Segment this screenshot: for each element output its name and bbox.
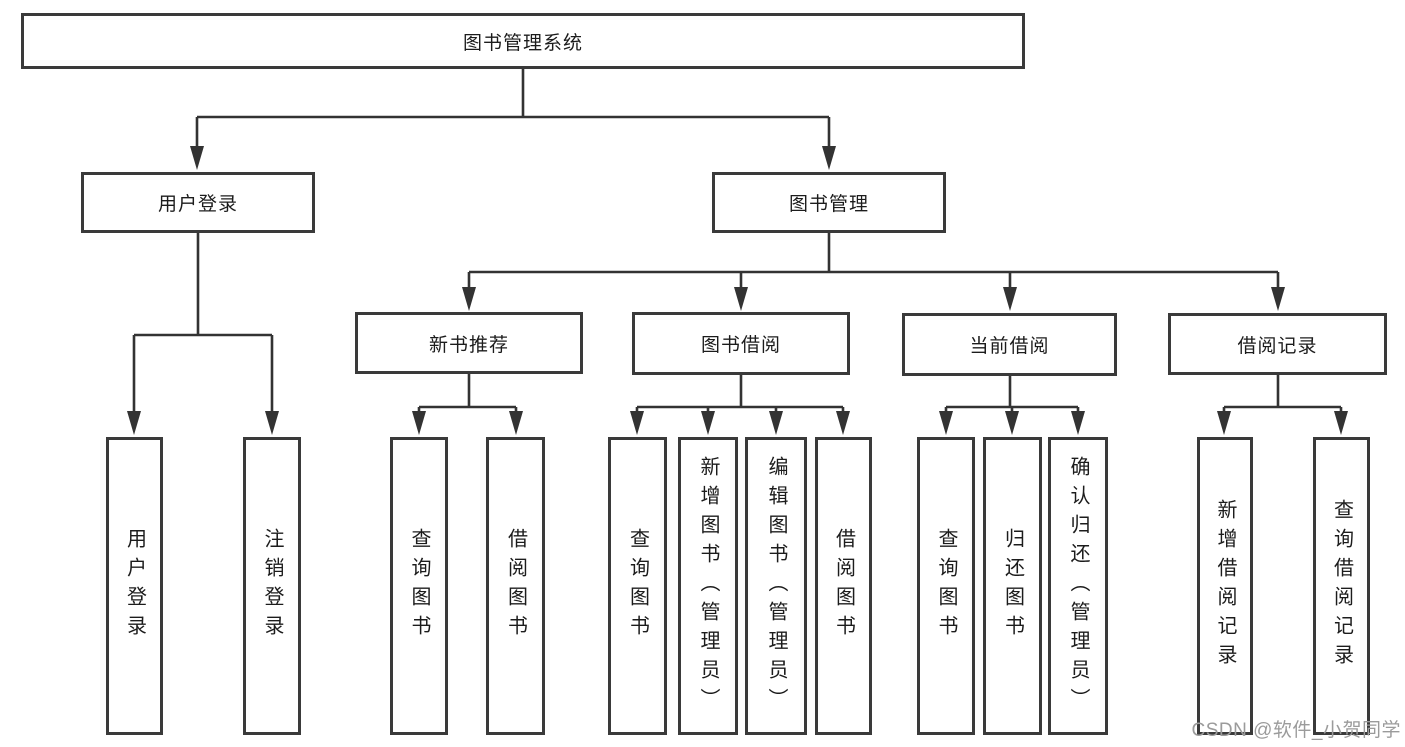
leaf-borrowing-add-books-admin: 新增图书（管理员） xyxy=(678,437,738,735)
node-borrow-records-label: 借阅记录 xyxy=(1237,335,1318,357)
leaf-newbooks-borrow-books-label: 借阅图书 xyxy=(504,528,527,644)
node-user-login-label: 用户登录 xyxy=(157,194,238,215)
leaf-borrowing-add-books-admin-label: 新增图书（管理员） xyxy=(697,455,719,717)
leaf-borrowing-borrow-books-label: 借阅图书 xyxy=(832,528,855,644)
leaf-current-return-books: 归还图书 xyxy=(983,437,1042,735)
node-root-label: 图书管理系统 xyxy=(462,32,583,54)
leaf-borrowing-borrow-books: 借阅图书 xyxy=(815,437,872,735)
node-borrow-records: 借阅记录 xyxy=(1168,313,1387,375)
node-current-borrowing: 当前借阅 xyxy=(902,313,1117,376)
node-root-library-system: 图书管理系统 xyxy=(21,13,1025,69)
leaf-user-login: 用户登录 xyxy=(106,437,163,735)
leaf-borrowing-edit-books-admin: 编辑图书（管理员） xyxy=(745,437,807,735)
leaf-records-query-record: 查询借阅记录 xyxy=(1313,437,1370,735)
connector-user-login-to-leaves xyxy=(127,233,279,435)
connector-current-borrow-to-leaves xyxy=(939,376,1085,435)
connector-new-books-to-leaves xyxy=(412,374,523,435)
connector-book-mgmt-to-level3 xyxy=(462,233,1285,311)
leaf-current-confirm-return-admin-label: 确认归还（管理员） xyxy=(1067,455,1089,717)
leaf-current-return-books-label: 归还图书 xyxy=(1001,528,1024,644)
leaf-records-query-record-label: 查询借阅记录 xyxy=(1330,499,1353,673)
leaf-newbooks-borrow-books: 借阅图书 xyxy=(486,437,545,735)
connector-borrow-records-to-leaves xyxy=(1217,375,1348,435)
node-book-management-label: 图书管理 xyxy=(788,194,869,215)
node-user-login: 用户登录 xyxy=(81,172,315,233)
connector-root-to-level2 xyxy=(190,69,836,170)
leaf-current-query-books: 查询图书 xyxy=(917,437,975,735)
leaf-borrowing-query-books-label: 查询图书 xyxy=(626,528,649,644)
leaf-current-confirm-return-admin: 确认归还（管理员） xyxy=(1048,437,1108,735)
leaf-current-query-books-label: 查询图书 xyxy=(935,528,957,644)
node-new-book-recommend-label: 新书推荐 xyxy=(428,334,509,356)
node-book-borrowing-label: 图书借阅 xyxy=(700,335,781,356)
node-current-borrowing-label: 当前借阅 xyxy=(969,336,1050,357)
csdn-watermark: CSDN @软件_小贺同学 xyxy=(1191,720,1401,741)
leaf-records-add-record: 新增借阅记录 xyxy=(1197,437,1253,735)
leaf-newbooks-query-books-label: 查询图书 xyxy=(408,528,430,644)
leaf-newbooks-query-books: 查询图书 xyxy=(390,437,448,735)
leaf-logout-label: 注销登录 xyxy=(261,528,283,644)
leaf-user-login-label: 用户登录 xyxy=(123,528,146,644)
node-new-book-recommend: 新书推荐 xyxy=(355,312,583,374)
leaf-borrowing-edit-books-admin-label: 编辑图书（管理员） xyxy=(765,455,787,717)
connector-book-borrow-to-leaves xyxy=(630,375,850,435)
leaf-borrowing-query-books: 查询图书 xyxy=(608,437,667,735)
node-book-management: 图书管理 xyxy=(712,172,946,233)
node-book-borrowing: 图书借阅 xyxy=(632,312,850,375)
leaf-logout: 注销登录 xyxy=(243,437,301,735)
leaf-records-add-record-label: 新增借阅记录 xyxy=(1214,499,1236,673)
